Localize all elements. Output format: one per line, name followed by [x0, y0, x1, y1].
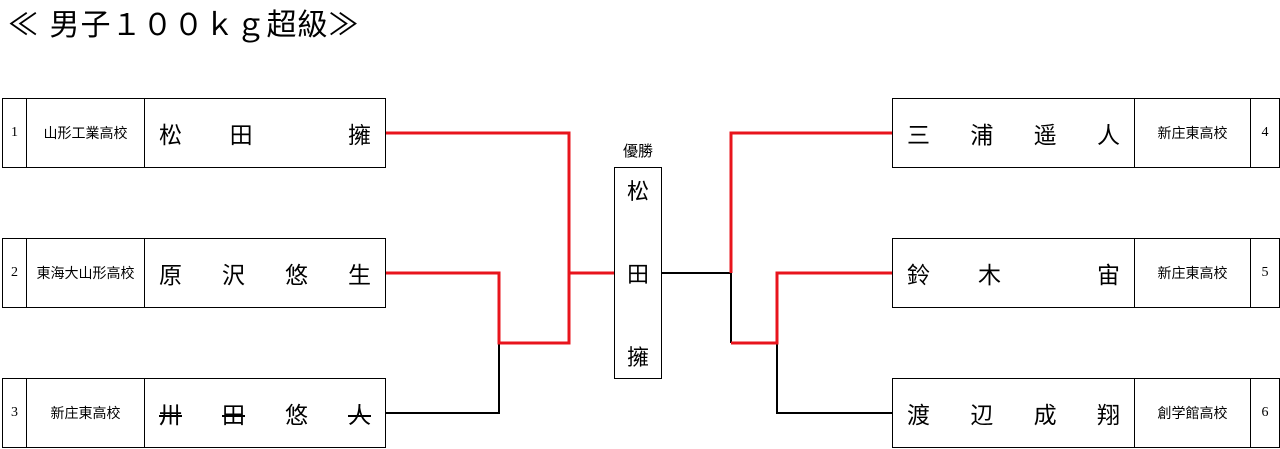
entry-left-2: 2 東海大山形高校 原 沢 悠 生: [2, 238, 386, 308]
bracket-line-winner: [731, 271, 892, 345]
bracket-line-loser: [662, 272, 732, 343]
winner-name-char: 松: [626, 180, 649, 205]
name-char: 田: [229, 123, 253, 149]
school-name: 新庄東高校: [27, 379, 145, 447]
athlete-name-struck: 卅 田 悠 人: [145, 379, 385, 447]
name-char: 田: [222, 403, 245, 429]
name-char: 宙: [1097, 263, 1120, 289]
name-char: 生: [348, 263, 371, 289]
name-char: 原: [159, 263, 182, 289]
name-char: 遥: [1033, 123, 1057, 149]
name-char: 悠: [285, 403, 308, 429]
school-name: 新庄東高校: [1135, 99, 1251, 167]
winner-name-char: 擁: [626, 346, 649, 371]
name-char: 人: [348, 403, 371, 429]
entry-right-5: 鈴 木 宙 新庄東高校 5: [892, 238, 1280, 308]
winner-name-char: 田: [626, 263, 649, 288]
name-char: 木: [978, 263, 1001, 289]
name-char: 辺: [970, 403, 994, 429]
athlete-name: 鈴 木 宙: [893, 239, 1135, 307]
athlete-name: 渡 辺 成 翔: [893, 379, 1135, 447]
entry-left-3: 3 新庄東高校 卅 田 悠 人: [2, 378, 386, 448]
name-char: 成: [1033, 403, 1057, 429]
name-char: 松: [159, 123, 182, 149]
name-char: 人: [1096, 123, 1120, 149]
bracket-line-winner: [729, 131, 892, 273]
athlete-name: 原 沢 悠 生: [145, 239, 385, 307]
winner-box: 松 田 擁: [614, 167, 662, 379]
name-char: 鈴: [907, 263, 930, 289]
school-name: 新庄東高校: [1135, 239, 1251, 307]
name-char: 擁: [347, 123, 371, 149]
seed-number: 6: [1261, 405, 1269, 420]
seed-number: 2: [3, 239, 27, 307]
seed-number: 4: [1261, 125, 1269, 140]
seed-number: 1: [3, 99, 27, 167]
winner-label: 優勝: [622, 142, 653, 160]
name-char: 翔: [1096, 403, 1120, 429]
name-char: 三: [907, 123, 930, 149]
bracket-line-loser: [386, 343, 500, 414]
school-name: 創学館高校: [1135, 379, 1251, 447]
name-char: 渡: [907, 403, 930, 429]
school-name: 山形工業高校: [27, 99, 145, 167]
name-char: 浦: [970, 123, 994, 149]
entry-left-1: 1 山形工業高校 松 田 擁: [2, 98, 386, 168]
name-char: 沢: [222, 263, 245, 289]
name-char: 悠: [285, 263, 308, 289]
bracket-line-winner: [386, 131, 614, 275]
school-name: 東海大山形高校: [27, 239, 145, 307]
bracket-line-winner: [386, 271, 571, 345]
athlete-name: 松 田 擁: [145, 99, 385, 167]
name-char: 卅: [159, 403, 182, 429]
bracket-line-loser: [776, 343, 892, 414]
entry-right-4: 三 浦 遥 人 新庄東高校 4: [892, 98, 1280, 168]
seed-number: 5: [1261, 265, 1269, 280]
seed-number: 3: [3, 379, 27, 447]
entry-right-6: 渡 辺 成 翔 創学館高校 6: [892, 378, 1280, 448]
athlete-name: 三 浦 遥 人: [893, 99, 1135, 167]
bracket-title: ≪ 男子１００ｋｇ超級≫: [8, 8, 360, 43]
